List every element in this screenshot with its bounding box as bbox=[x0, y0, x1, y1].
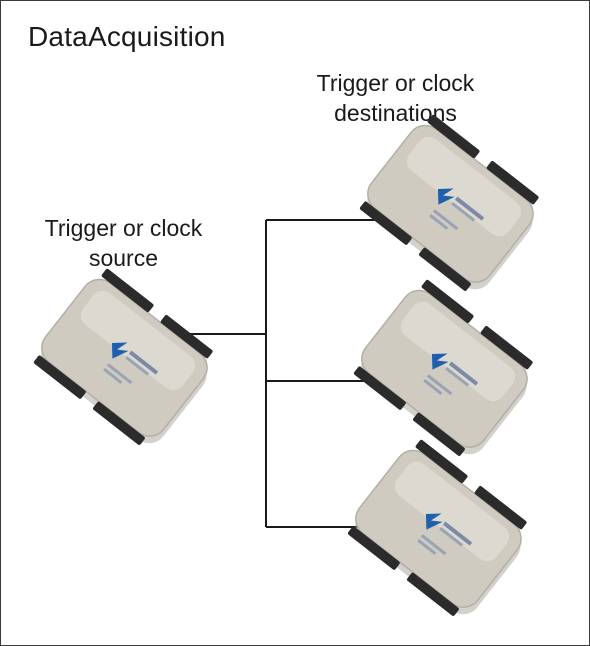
destination-device-2 bbox=[347, 274, 545, 466]
source-label-line1: Trigger or clock bbox=[44, 215, 203, 241]
destinations-label: Trigger or clock destinations bbox=[293, 68, 498, 128]
source-label-line2: source bbox=[88, 245, 159, 271]
destination-device-1 bbox=[353, 109, 551, 301]
destinations-label-line1: Trigger or clock bbox=[316, 70, 475, 96]
destination-device-3 bbox=[341, 434, 539, 626]
source-device bbox=[27, 263, 225, 455]
source-label: Trigger or clock source bbox=[21, 213, 226, 273]
diagram-title: DataAcquisition bbox=[28, 21, 226, 52]
